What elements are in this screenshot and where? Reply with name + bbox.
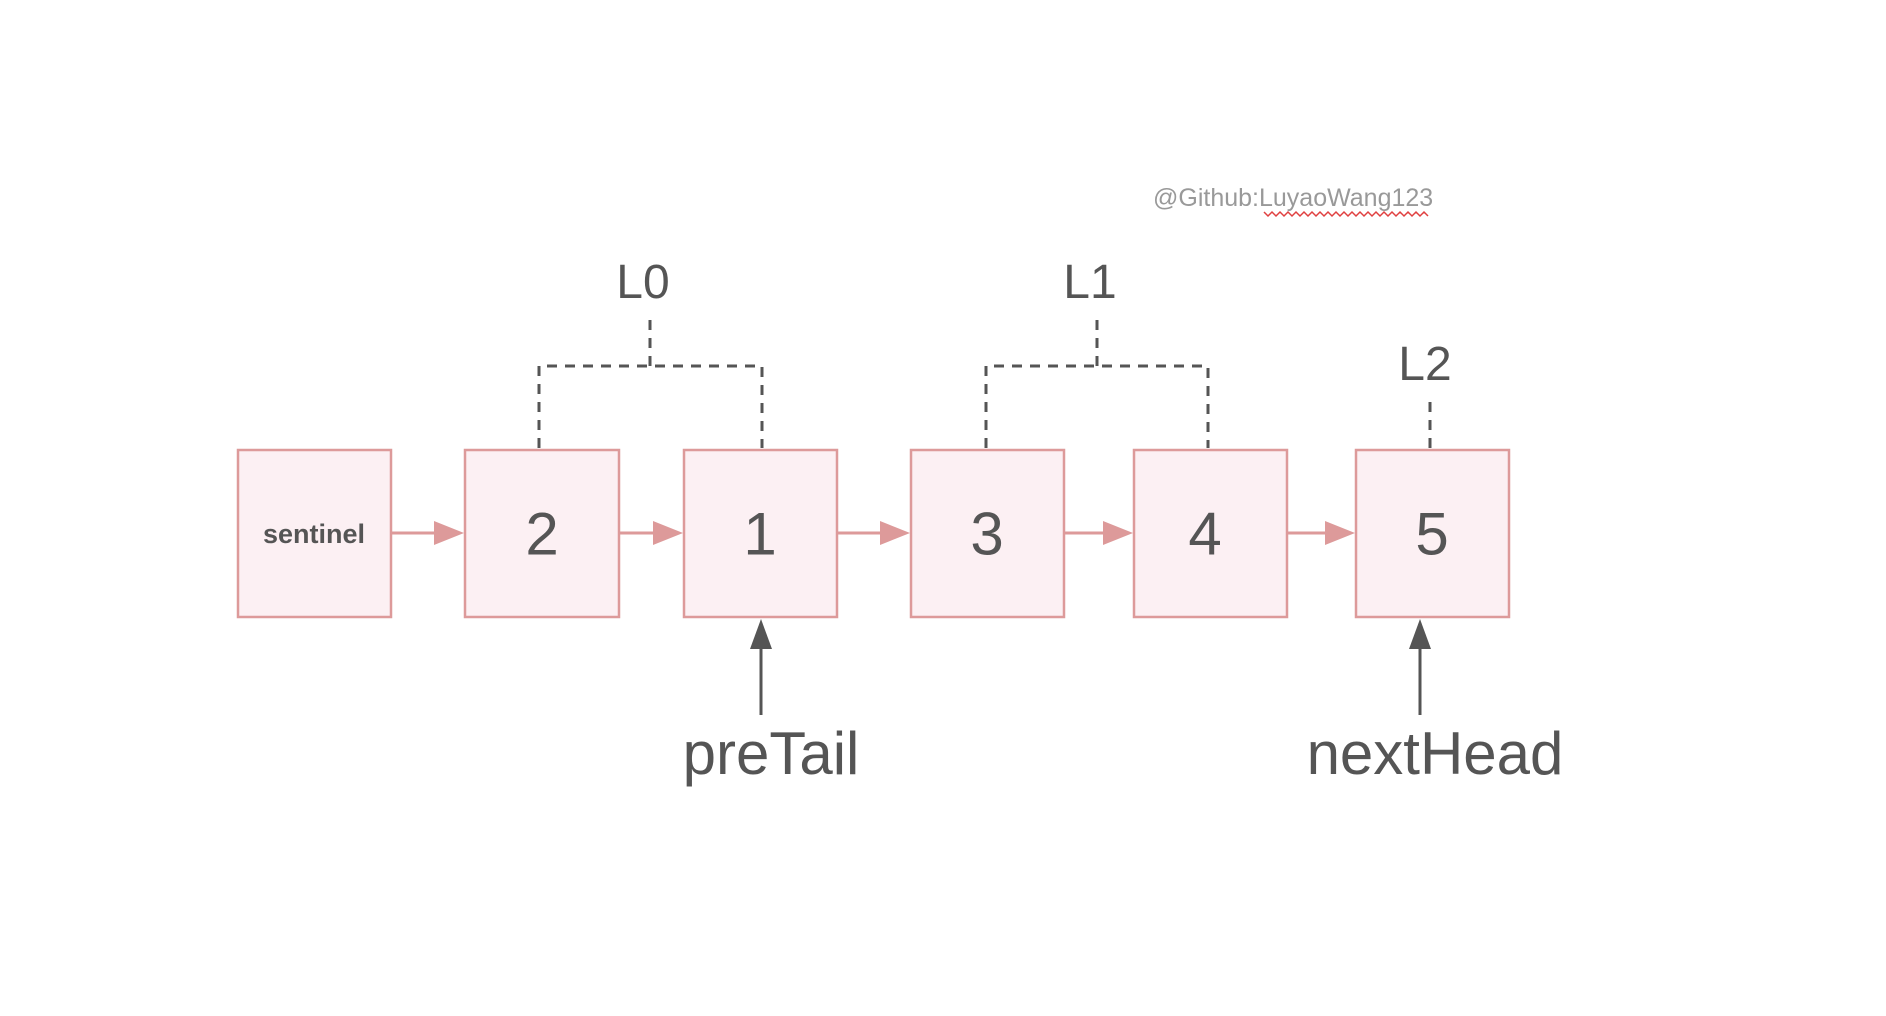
group-label-l2: L2 [1398, 338, 1451, 391]
nexthead-pointer-arrow [1409, 619, 1431, 715]
pretail-pointer-arrow [750, 619, 772, 715]
node-box [463, 448, 621, 619]
list-node-sentinel: sentinel [236, 448, 393, 619]
node-label: 4 [1188, 501, 1221, 568]
next-arrow-sentinel-to-2 [391, 521, 464, 545]
watermark-text: @Github:LuyaoWang123 [1153, 184, 1433, 212]
spellcheck-underline [1263, 210, 1429, 218]
group-label-l0: L0 [616, 256, 669, 309]
node-box [682, 448, 839, 619]
list-node-2: 2 [463, 448, 621, 619]
nexthead-label: nextHead [1307, 720, 1564, 787]
watermark-handle: LuyaoWang123 [1259, 184, 1433, 212]
group-bracket-l1 [984, 314, 1210, 448]
next-arrow-4-to-5 [1287, 521, 1355, 545]
list-node-4: 4 [1132, 448, 1289, 619]
group-label-l1: L1 [1063, 256, 1116, 309]
node-label: sentinel [263, 519, 365, 549]
group-bracket-l0 [537, 314, 764, 448]
list-node-3: 3 [909, 448, 1066, 619]
node-label: 2 [525, 501, 558, 568]
list-node-5: 5 [1354, 448, 1511, 619]
pretail-label: preTail [683, 720, 860, 787]
node-box [1354, 448, 1511, 619]
watermark-prefix: @Github: [1153, 184, 1259, 212]
next-arrow-3-to-4 [1064, 521, 1133, 545]
node-label: 3 [970, 501, 1003, 568]
next-arrow-2-to-1 [619, 521, 683, 545]
list-node-1: 1 [682, 448, 839, 619]
node-label: 5 [1415, 501, 1448, 568]
node-label: 1 [743, 501, 776, 568]
next-arrow-1-to-3 [837, 521, 910, 545]
